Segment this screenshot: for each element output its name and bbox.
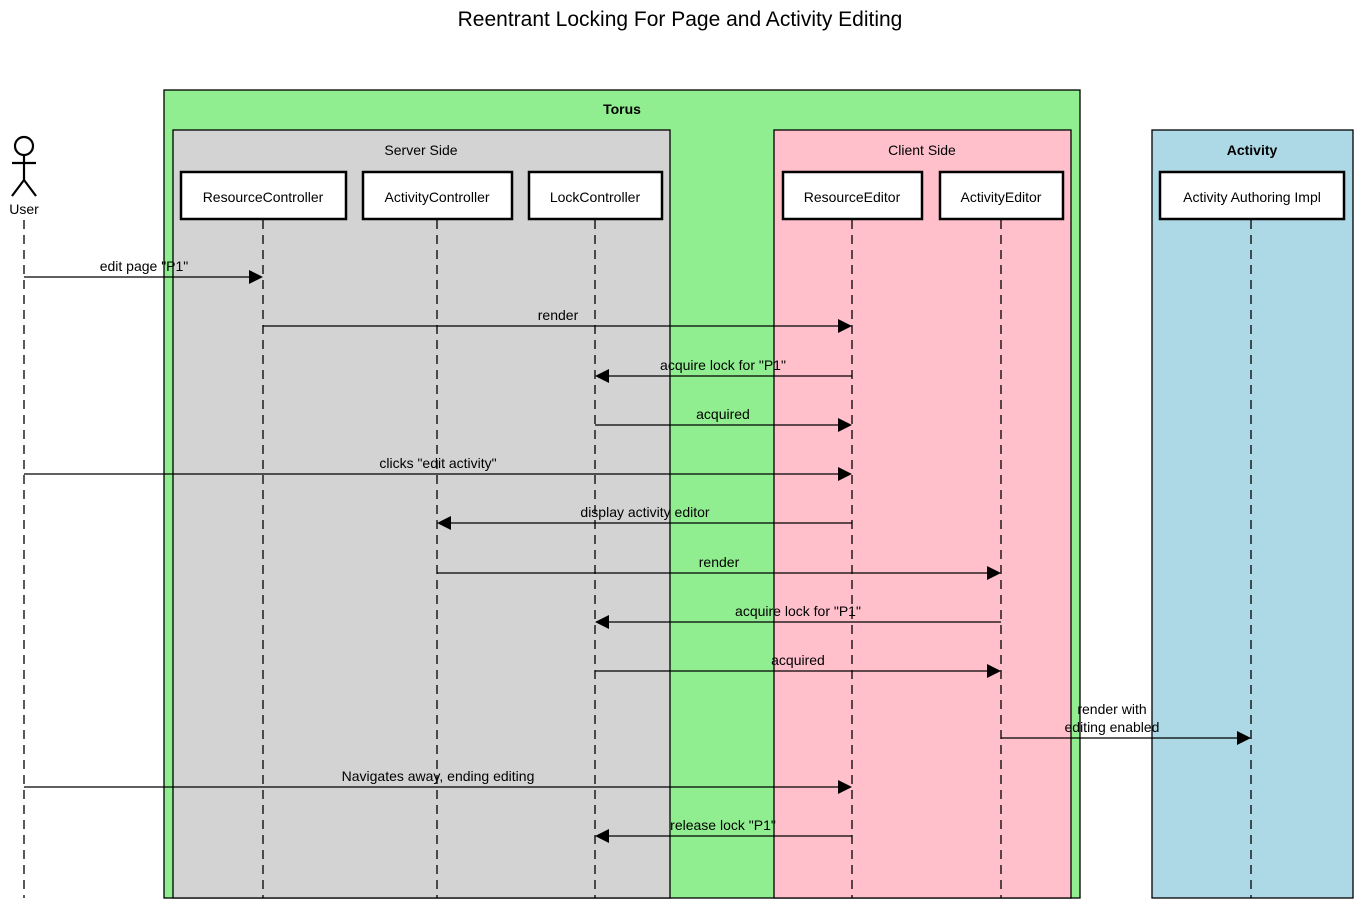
message-label: display activity editor <box>580 504 710 520</box>
arrowhead-icon <box>838 780 852 794</box>
participant-label-lock-controller: LockController <box>550 189 641 205</box>
activity-group <box>1151 129 1354 899</box>
participant-resource-editor <box>781 170 924 221</box>
arrowhead-icon <box>1237 731 1251 745</box>
client-side-group-label: Client Side <box>888 142 956 158</box>
torus-group-label: Torus <box>603 101 641 117</box>
message-label: acquire lock for "P1" <box>735 603 861 619</box>
arrowhead-icon <box>595 615 609 629</box>
message-label: render with <box>1077 701 1146 717</box>
arrowhead-icon <box>437 516 451 530</box>
arrowhead-icon <box>838 319 852 333</box>
message-label: editing enabled <box>1065 719 1160 735</box>
participant-label-activity-controller: ActivityController <box>384 189 489 205</box>
participant-activity-controller <box>361 170 514 221</box>
arrowhead-icon <box>987 566 1001 580</box>
message-label: render <box>538 307 579 323</box>
server-side-group-label: Server Side <box>384 142 457 158</box>
client-side-group <box>773 129 1072 899</box>
arrowhead-icon <box>838 467 852 481</box>
message-label: edit page "P1" <box>100 258 189 274</box>
message-label: clicks "edit activity" <box>379 455 496 471</box>
arrowhead-icon <box>595 369 609 383</box>
participant-label-activity-editor: ActivityEditor <box>961 189 1042 205</box>
arrowhead-icon <box>249 270 263 284</box>
stick-figure-icon <box>11 135 37 197</box>
participant-resource-controller <box>179 170 348 221</box>
participant-label-resource-controller: ResourceController <box>203 189 324 205</box>
server-side-group <box>172 129 671 899</box>
message-label: render <box>699 554 740 570</box>
participant-activity-authoring-impl <box>1158 170 1346 221</box>
arrowhead-icon <box>838 418 852 432</box>
message-label: acquired <box>771 652 825 668</box>
participant-activity-editor <box>938 170 1065 221</box>
diagram-title: Reentrant Locking For Page and Activity … <box>458 8 903 31</box>
participant-label-activity-authoring-impl: Activity Authoring Impl <box>1183 189 1321 205</box>
participant-label-resource-editor: ResourceEditor <box>804 189 901 205</box>
participant-lock-controller <box>527 170 664 221</box>
activity-group-label: Activity <box>1227 142 1278 158</box>
message-label: acquire lock for "P1" <box>660 357 786 373</box>
message-label: release lock "P1" <box>670 817 776 833</box>
arrowhead-icon <box>595 829 609 843</box>
arrowhead-icon <box>987 664 1001 678</box>
messages-layer: edit page "P1" render acquire lock for "P1… <box>24 258 1251 843</box>
message-label: acquired <box>696 406 750 422</box>
message-label: Navigates away, ending editing <box>342 768 535 784</box>
actor-label-user: User <box>9 201 39 217</box>
